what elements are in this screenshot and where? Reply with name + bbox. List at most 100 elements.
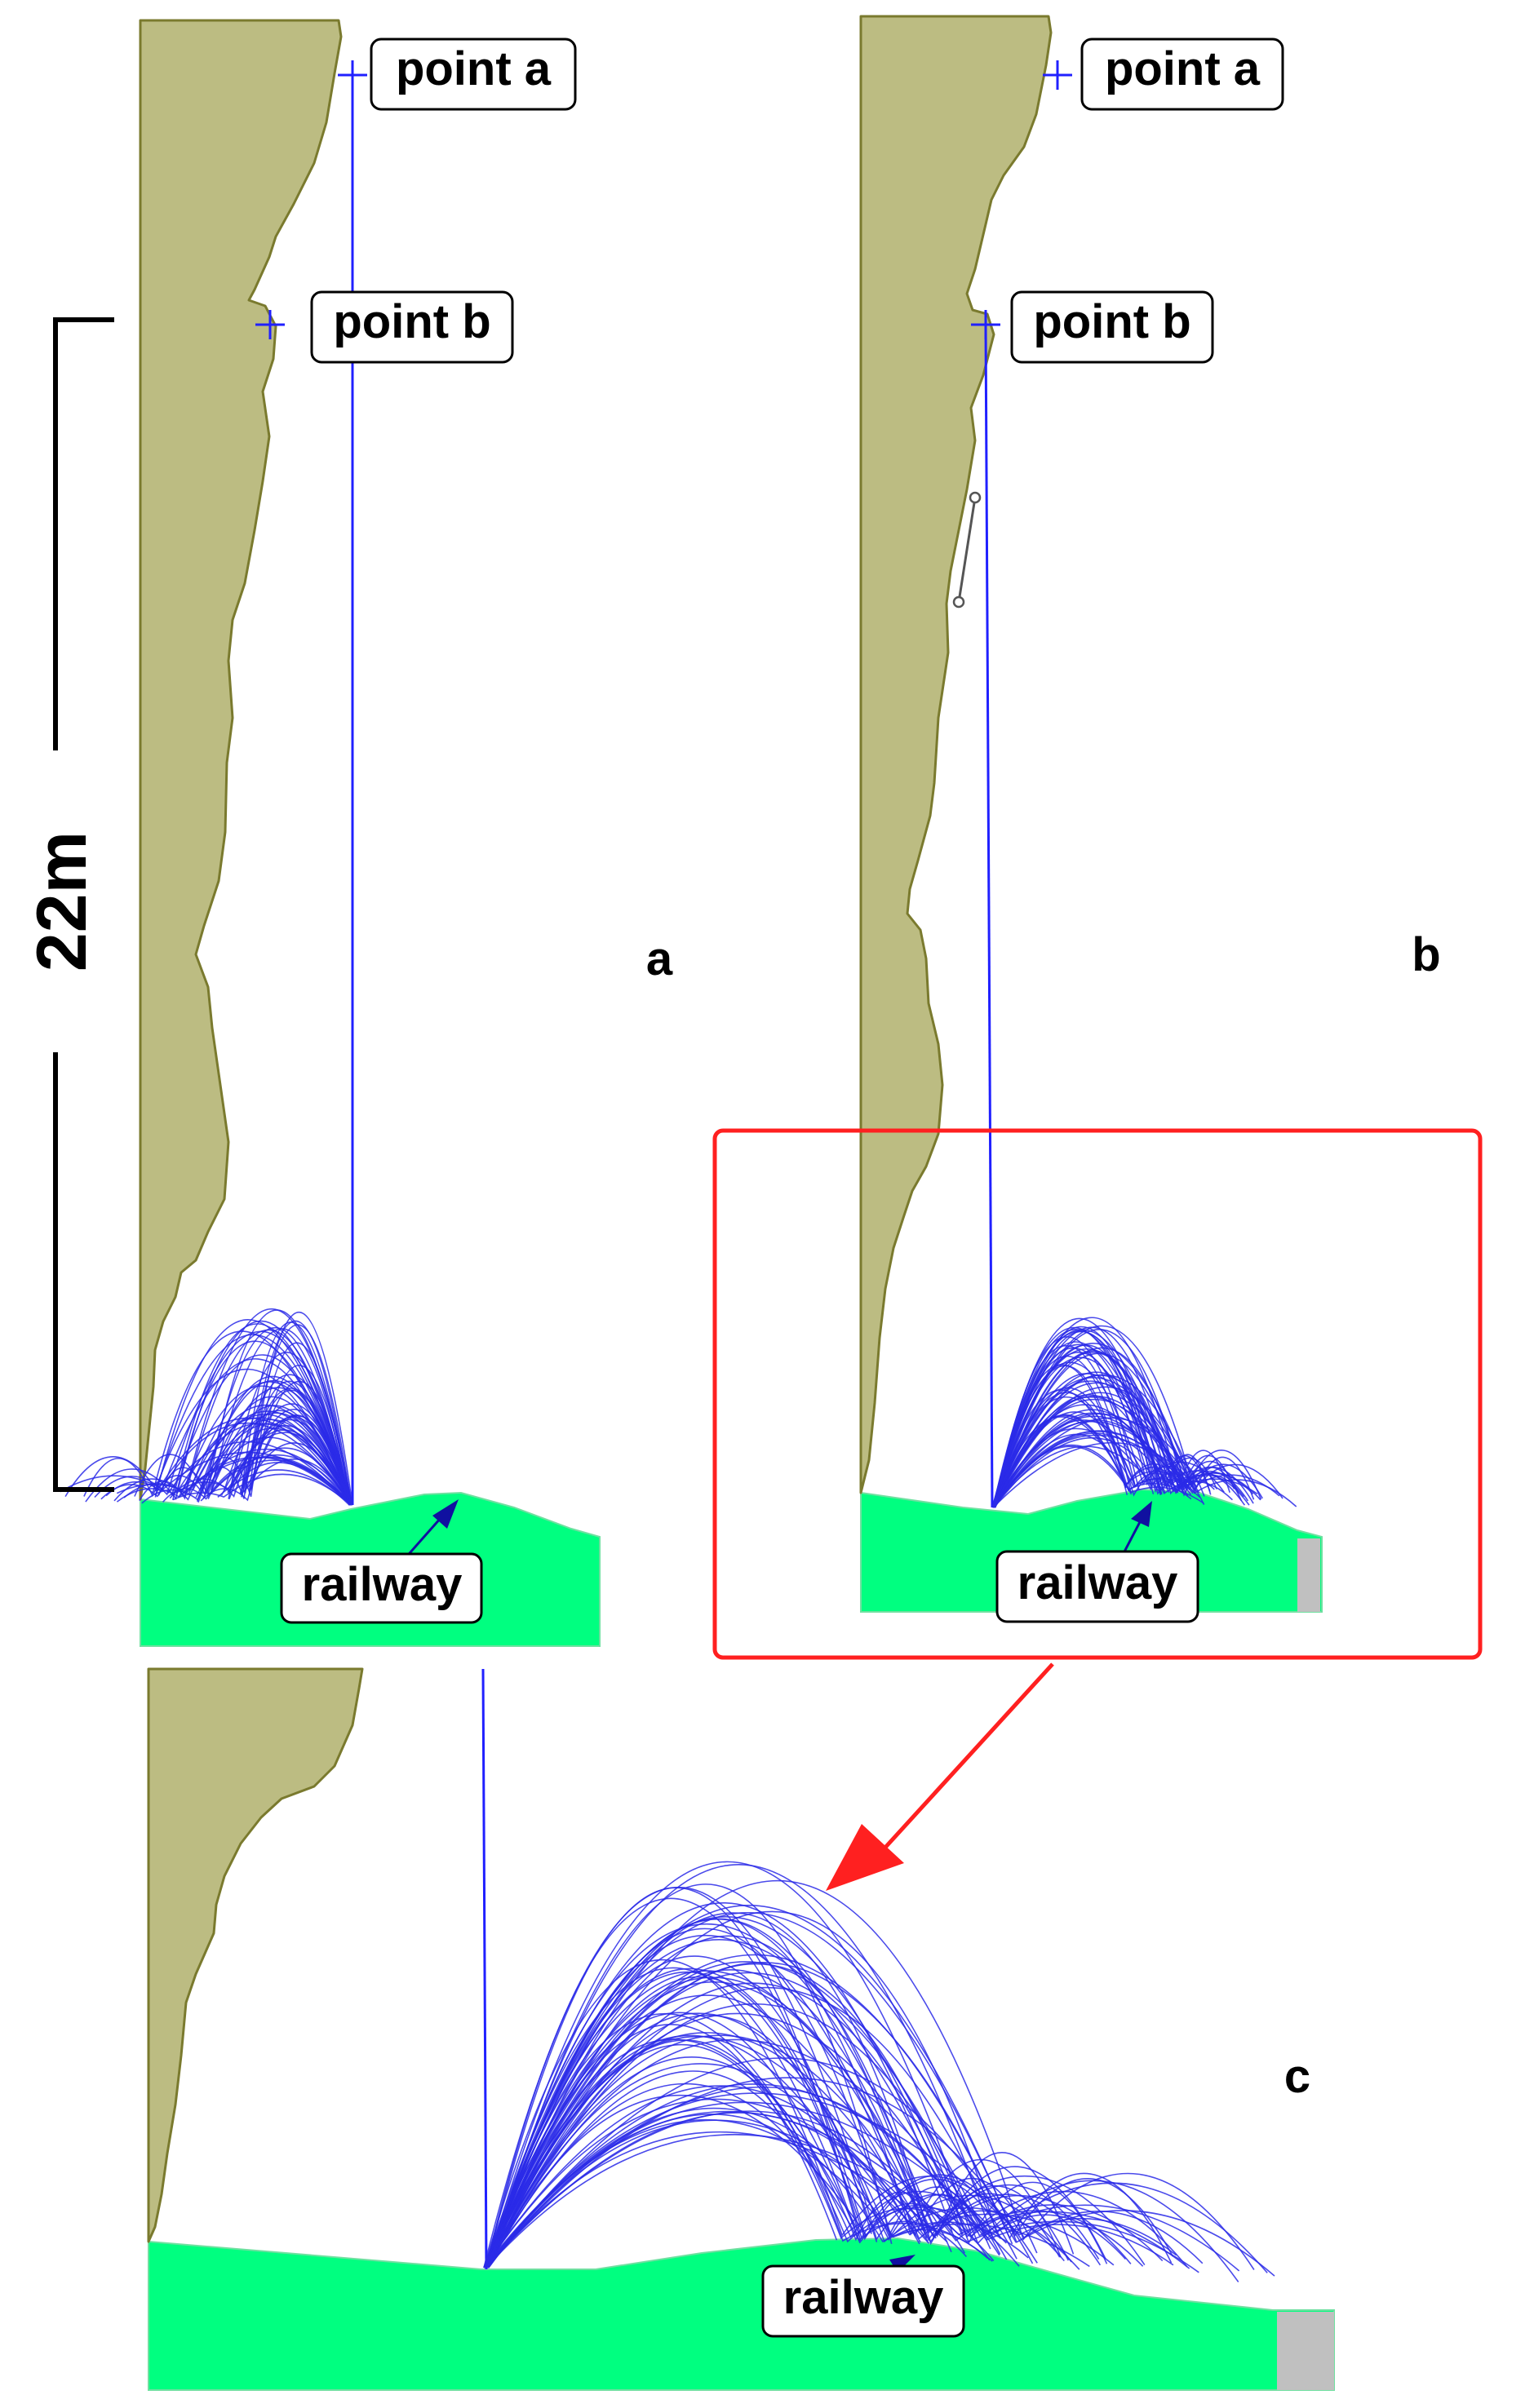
scale-bar-label: 22m [23, 831, 101, 972]
drop-line-c [481, 1668, 488, 2270]
cross-marker-point-b [971, 310, 1000, 339]
label-text: railway [783, 2271, 944, 2324]
rockfall-trajectory [991, 1326, 1174, 1508]
rockfall-trajectory [483, 1902, 953, 2269]
rockfall-trajectory [485, 1879, 1255, 2270]
rockfall-trajectory [154, 1319, 353, 1506]
label-point-a-a: point a [370, 38, 577, 111]
rockfall-trajectory [993, 1380, 1235, 1508]
label-text: point a [396, 42, 552, 95]
trajectories-c [483, 1861, 1275, 2282]
rockfall-trajectory [485, 1986, 1001, 2269]
rockfall-trajectory [487, 1981, 1106, 2269]
rockfall-trajectory [991, 1343, 1195, 1508]
panel-b: point a point b railway b [859, 15, 1441, 1623]
panel-a: point a point b railway a [60, 19, 673, 1647]
railway-arrow-b [1120, 1516, 1144, 1557]
rockfall-trajectory [483, 1910, 1268, 2273]
rockfall-trajectory [484, 2110, 1144, 2269]
rockfall-trajectory [486, 2070, 1000, 2269]
rockfall-trajectory [248, 1311, 353, 1506]
rockfall-trajectory [486, 1963, 1188, 2269]
rockfall-trajectory [486, 1912, 1174, 2269]
zoom-arrow-head [826, 1824, 904, 1891]
rockfall-trajectory [484, 1918, 1062, 2269]
railway-arrow-head-b [1131, 1501, 1152, 1527]
rockfall-trajectory [993, 1389, 1185, 1508]
rockfall-trajectory [994, 1352, 1188, 1508]
label-text: railway [302, 1558, 463, 1611]
rockfall-trajectory [60, 1358, 350, 1506]
label-railway-b: railway [995, 1550, 1199, 1623]
panel-letter-b: b [1412, 928, 1440, 981]
railway-arrow-head-a [432, 1499, 459, 1529]
rockfall-trajectory [206, 1428, 352, 1506]
rockfall-trajectory [211, 1405, 352, 1506]
rockfall-trajectory [487, 1969, 926, 2269]
rockfall-trajectory [178, 1456, 352, 1506]
cross-marker-point-b [255, 310, 285, 339]
zoom-highlight-box [712, 1128, 1483, 1660]
rockfall-trajectory [992, 1445, 1162, 1508]
rockfall-trajectory [485, 2012, 991, 2269]
rockfall-trajectory [487, 2003, 1126, 2269]
rockfall-trajectory [487, 2107, 1090, 2269]
rockfall-trajectory [485, 2101, 1007, 2269]
rockfall-trajectory [224, 1410, 352, 1506]
drop-line-b [984, 325, 994, 1508]
block-node-top-b [969, 491, 982, 504]
rockfall-trajectory [992, 1326, 1161, 1508]
cliff-face-a [139, 19, 343, 1501]
rockfall-trajectory [483, 2085, 921, 2269]
rockfall-trajectory [240, 1321, 352, 1506]
label-point-a-b: point a [1080, 38, 1284, 111]
label-railway-c: railway [761, 2264, 965, 2338]
rockfall-trajectory [487, 2013, 1020, 2269]
rockfall-trajectory [485, 2110, 1190, 2269]
rockfall-trajectory [485, 1887, 991, 2269]
rockfall-trajectory [485, 1982, 1108, 2269]
rockfall-trajectory [229, 1374, 352, 1506]
rockfall-trajectory [227, 1462, 351, 1506]
label-point-b-b: point b [1010, 290, 1214, 364]
scale-bar: 22m [23, 317, 114, 1492]
rockfall-trajectory [487, 1864, 994, 2269]
rockfall-trajectory [483, 1905, 1275, 2277]
rockfall-trajectory [486, 1928, 1072, 2269]
rockfall-trajectory [484, 2034, 1132, 2269]
panel-letter-c: c [1284, 2050, 1310, 2103]
rockfall-trajectory [488, 1968, 878, 2269]
label-text: point b [1033, 295, 1190, 348]
label-text: point a [1105, 42, 1261, 95]
rockfall-trajectory [166, 1441, 351, 1506]
rockfall-trajectory [993, 1336, 1140, 1508]
rockfall-trajectory [486, 1962, 1013, 2269]
zoom-arrow [881, 1662, 1054, 1852]
rockfall-trajectory [486, 2057, 1017, 2269]
rockfall-trajectory [100, 1422, 353, 1506]
rockfall-trajectory [994, 1412, 1179, 1508]
rockfall-trajectory [211, 1328, 351, 1506]
rockfall-trajectory [487, 2119, 930, 2269]
trajectories-b [991, 1317, 1297, 1508]
rockfall-trajectory [483, 2114, 989, 2269]
rockfall-trajectory [993, 1411, 1137, 1508]
rockfall-trajectory [487, 2063, 1115, 2269]
trajectories-a [60, 1308, 353, 1506]
rockfall-trajectory [241, 1389, 350, 1506]
cliff-face-c [147, 1667, 364, 2243]
cliff-face-b [859, 15, 1053, 1494]
cross-marker-point-a [338, 60, 367, 90]
rockfall-trajectory [228, 1429, 353, 1506]
rockfall-trajectory [991, 1325, 1255, 1508]
label-point-b-a: point b [310, 290, 514, 364]
ground-slope-c [148, 2237, 1335, 2391]
rockfall-trajectory [994, 1330, 1153, 1508]
road-b [1297, 1538, 1320, 1612]
label-text: point b [333, 295, 490, 348]
block-node-bottom-b [952, 595, 965, 609]
panel-c: railway c [147, 1667, 1335, 2391]
road-c [1277, 2312, 1334, 2390]
label-railway-a: railway [280, 1552, 483, 1624]
